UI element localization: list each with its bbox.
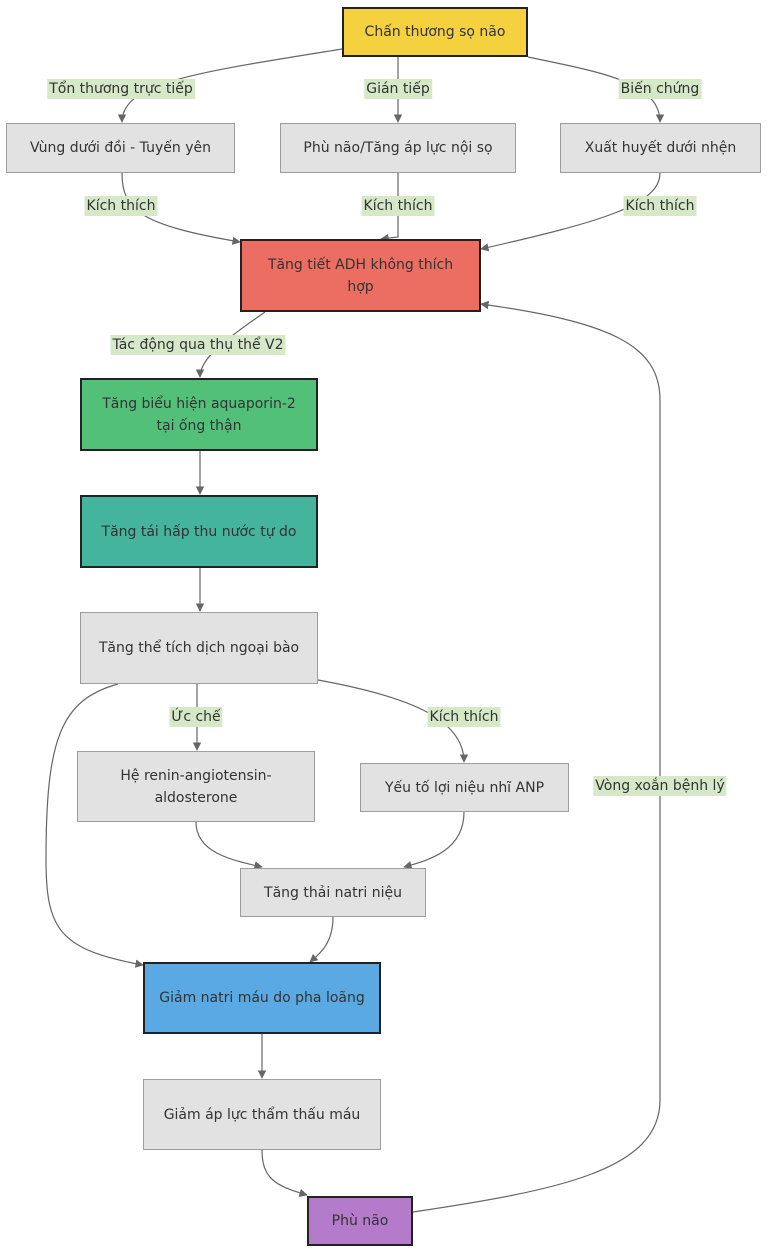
edge-osmolality-to-edema <box>261 1149 308 1197</box>
node-cerebral-edema: Phù não <box>307 1196 413 1246</box>
edge-sah-to-adh <box>480 172 661 252</box>
node-plasma-osmolality: Giảm áp lực thẩm thấu máu <box>143 1079 381 1150</box>
edge-label-stimulate-2: Kích thích <box>361 196 435 216</box>
edge-ecf-to-anp <box>317 679 469 763</box>
edge-cerebral-edema-icp-to-adh <box>380 173 399 243</box>
node-siadh: Tăng tiết ADH không thích hợp <box>240 239 481 312</box>
node-hypothalamus-pituitary: Vùng dưới đồi - Tuyến yên <box>6 123 235 173</box>
edge-label-stimulate-3: Kích thích <box>623 196 697 216</box>
edge-label-complication: Biến chứng <box>618 79 702 99</box>
edge-anp-to-natriuresis <box>403 811 465 870</box>
edge-label-indirect: Gián tiếp <box>364 79 432 99</box>
node-dilutional-hyponatremia: Giảm natri máu do pha loãng <box>143 962 381 1034</box>
edge-label-stimulate-1: Kích thích <box>84 196 158 216</box>
edge-label-v2-receptor: Tác động qua thụ thể V2 <box>110 335 286 355</box>
node-traumatic-brain-injury: Chấn thương sọ não <box>342 7 528 57</box>
edge-natriuresis-to-hyponatremia <box>309 916 334 963</box>
node-natriuresis: Tăng thải natri niệu <box>240 868 426 917</box>
node-aquaporin-2: Tăng biểu hiện aquaporin-2 tại ống thận <box>80 378 318 451</box>
node-raas: Hệ renin-angiotensin-aldosterone <box>77 751 315 822</box>
edge-label-stimulate-4: Kích thích <box>427 707 501 727</box>
node-free-water-reabsorption: Tăng tái hấp thu nước tự do <box>80 495 318 568</box>
node-extracellular-volume: Tăng thể tích dịch ngoại bào <box>80 612 318 684</box>
edge-label-direct-injury: Tổn thương trực tiếp <box>47 79 195 99</box>
edge-ecf-to-hyponatremia <box>45 683 144 968</box>
edge-raas-to-natriuresis <box>195 821 263 870</box>
edge-label-inhibit: Ức chế <box>169 707 223 727</box>
node-subarachnoid-hemorrhage: Xuất huyết dưới nhện <box>560 123 761 173</box>
edge-edema-loop-to-adh <box>412 300 661 1213</box>
edge-label-vicious-cycle: Vòng xoắn bệnh lý <box>593 776 727 796</box>
node-cerebral-edema-icp: Phù não/Tăng áp lực nội sọ <box>280 123 516 173</box>
node-anp: Yếu tố lợi niệu nhĩ ANP <box>360 763 569 812</box>
